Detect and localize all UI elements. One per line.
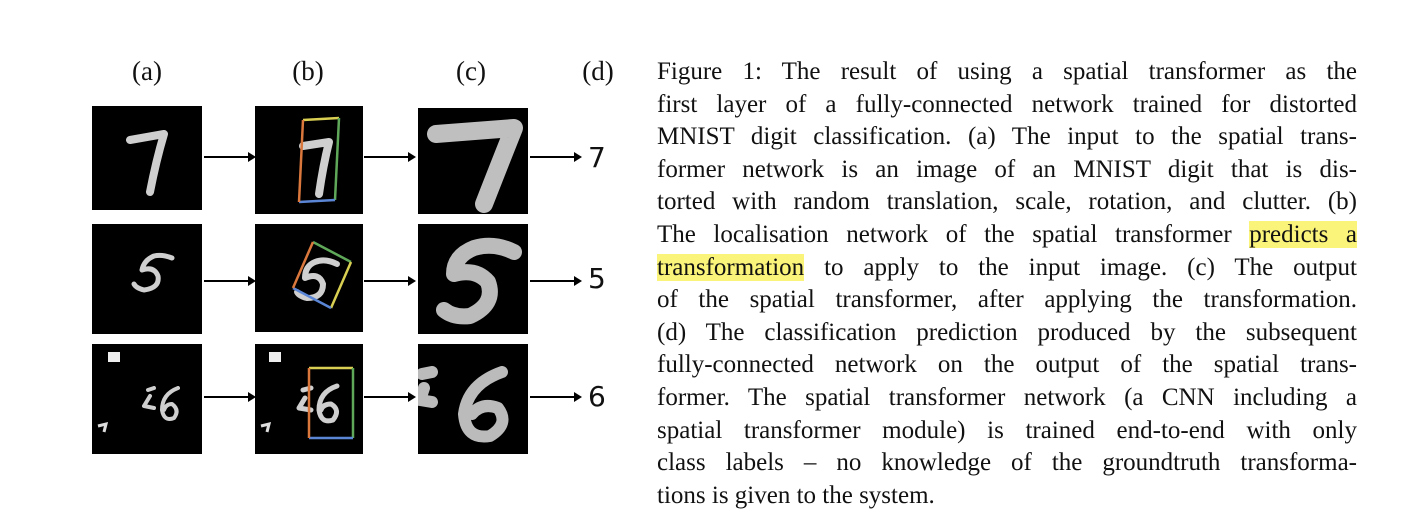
caption-line: Figure 1: The result of using a spatial … xyxy=(657,58,1357,85)
arrow-icon xyxy=(530,150,582,164)
arrow-icon xyxy=(204,390,256,404)
caption-line: spatial transformer module) is trained e… xyxy=(657,416,1357,444)
caption-text: The localisation network of the spatial … xyxy=(657,220,1232,248)
highlighted-text: transformation xyxy=(657,253,805,281)
caption-line: first layer of a fully-connected network… xyxy=(657,90,1357,118)
caption-line: transformation to apply to the input ima… xyxy=(657,252,1357,285)
column-label-b: (b) xyxy=(292,56,324,86)
prediction-label: 5 xyxy=(588,262,606,295)
localised-image-digit-5 xyxy=(255,224,363,332)
caption-line: class labels – no knowledge of the groun… xyxy=(657,449,1357,477)
input-image-digit-7 xyxy=(92,106,202,210)
caption-line: (d) The classification prediction produc… xyxy=(657,318,1357,346)
input-image-digit-6 xyxy=(92,344,202,454)
caption-line: torted with random translation, scale, r… xyxy=(657,188,1357,216)
arrow-icon xyxy=(364,150,416,164)
arrow-icon xyxy=(204,274,256,288)
column-label-c: (c) xyxy=(456,56,486,86)
caption-line: former. The spatial transformer network … xyxy=(657,383,1357,411)
caption-line: fully-connected network on the output of… xyxy=(657,351,1357,379)
caption-line: tions is given to the system. xyxy=(657,481,935,509)
transformed-output-digit-5 xyxy=(418,224,528,334)
localised-image-digit-6 xyxy=(255,344,363,454)
caption-text: to apply to the input image. (c) The out… xyxy=(824,253,1358,281)
column-label-d: (d) xyxy=(582,56,614,86)
arrow-icon xyxy=(364,274,416,288)
localised-image-digit-7 xyxy=(255,106,363,214)
input-image-digit-5 xyxy=(92,224,202,334)
arrow-icon xyxy=(530,390,582,404)
highlighted-text: predicts a xyxy=(1249,220,1357,248)
prediction-label: 7 xyxy=(588,141,606,174)
caption-line: MNIST digit classification. (a) The inpu… xyxy=(657,123,1357,151)
column-label-a: (a) xyxy=(132,56,162,86)
caption-line: The localisation network of the spatial … xyxy=(657,219,1357,252)
caption-line: of the spatial transformer, after applyi… xyxy=(657,286,1357,314)
prediction-label: 6 xyxy=(588,380,606,413)
arrow-icon xyxy=(204,150,256,164)
arrow-icon xyxy=(530,274,582,288)
figure-caption: Figure 1: The result of using a spatial … xyxy=(657,56,1357,512)
caption-line: former network is an image of an MNIST d… xyxy=(657,155,1357,183)
arrow-icon xyxy=(364,390,416,404)
transformed-output-digit-7 xyxy=(418,108,528,214)
transformed-output-digit-6 xyxy=(418,344,528,454)
